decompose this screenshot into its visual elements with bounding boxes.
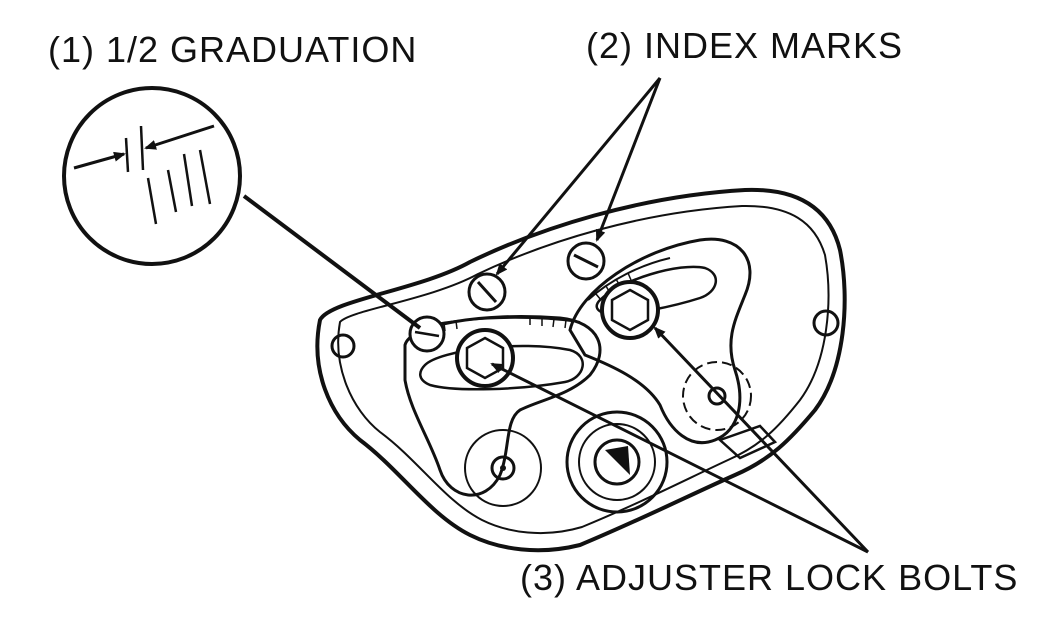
lower-bracket (717, 424, 778, 460)
center-cam (565, 410, 669, 514)
index-screw-left (467, 272, 507, 312)
left-rocker-arm (403, 315, 602, 497)
index-screw-right (566, 241, 606, 281)
lock-bolt-right (600, 280, 660, 340)
housing-plate (315, 187, 847, 553)
mounting-hole-left (330, 333, 356, 359)
magnified-inset (62, 86, 242, 266)
callout-adjuster-lock-bolts: (3) ADJUSTER LOCK BOLTS (520, 557, 1019, 598)
pivot-boss-right (682, 361, 752, 431)
right-rocker-arm (568, 237, 752, 445)
mounting-hole-right (812, 309, 840, 337)
leader-bolt-right (653, 326, 870, 554)
lock-bolt-left (455, 328, 515, 388)
callout-index-marks: (2) INDEX MARKS (586, 25, 904, 66)
leader-index-left (495, 77, 662, 276)
callout-half-graduation: (1) 1/2 GRADUATION (48, 29, 418, 70)
leader-index-right (595, 77, 662, 242)
graduation-ticks (419, 272, 632, 337)
inset-arrow-right (144, 124, 215, 150)
inset-arrow-left (73, 151, 126, 170)
leader-bolt-left (490, 362, 869, 554)
graduation-scale-right (587, 257, 671, 301)
housing-inner-rim (337, 204, 830, 535)
pivot-boss-left (464, 429, 542, 507)
leader-graduation (242, 194, 422, 330)
